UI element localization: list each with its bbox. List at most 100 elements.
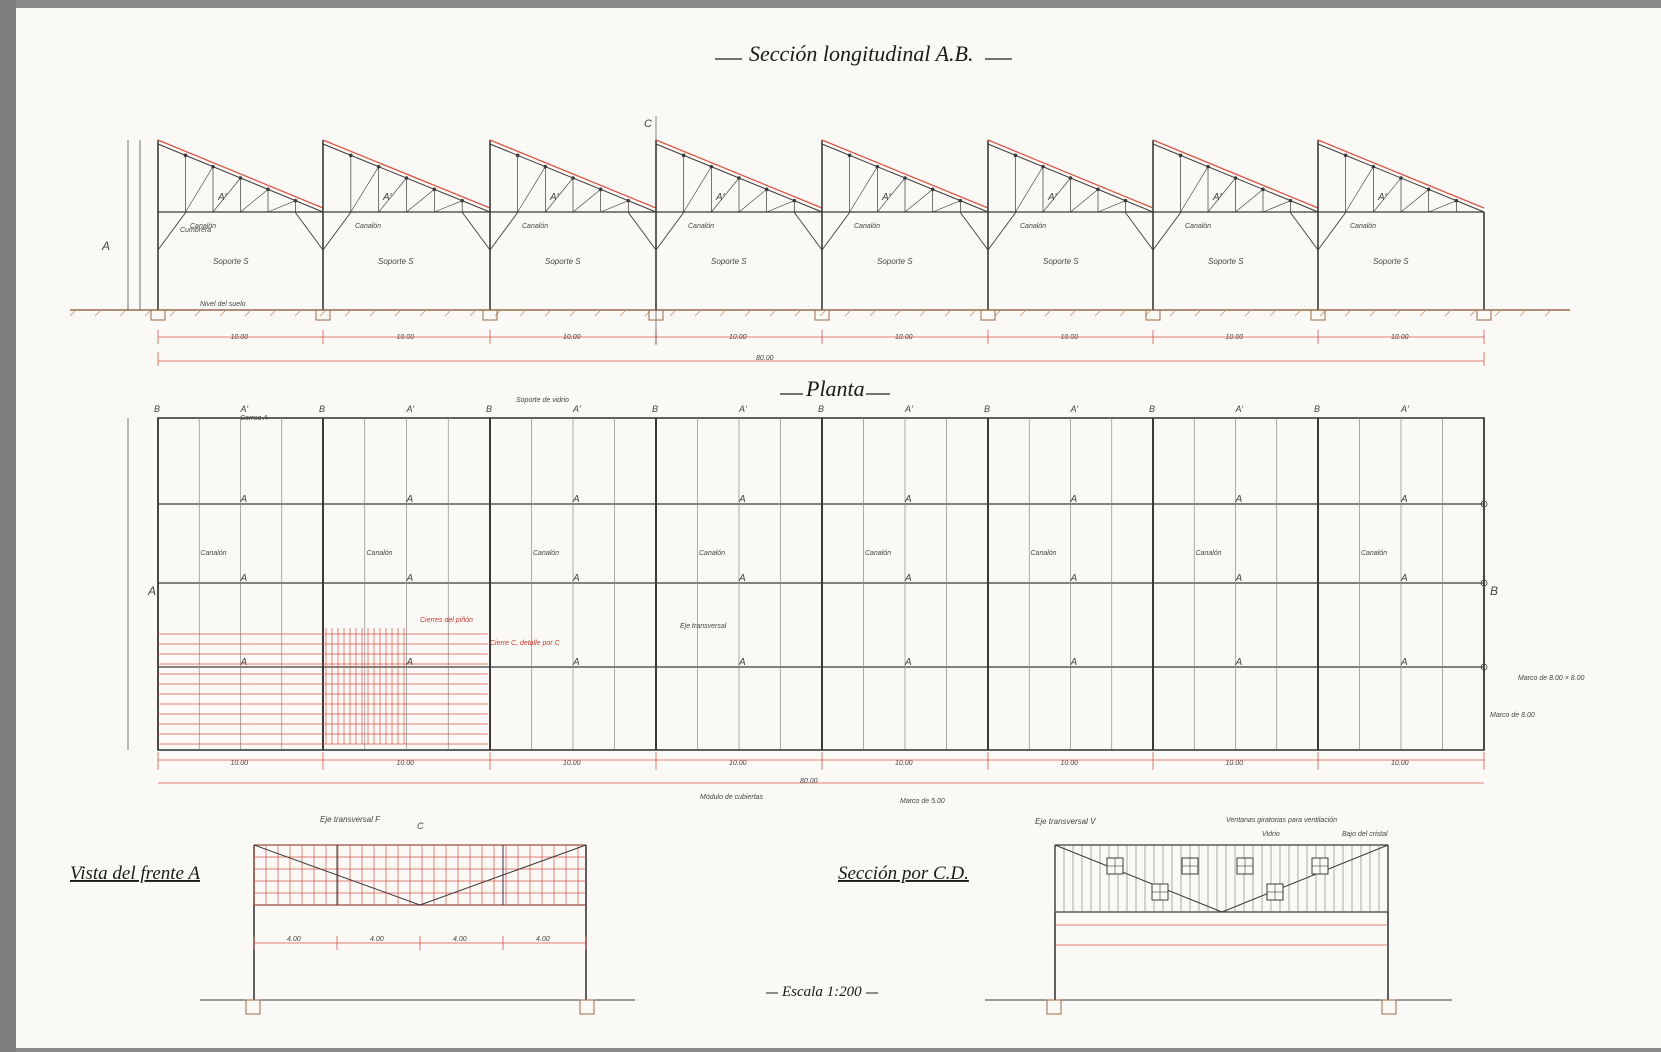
gutter-label: Canalón — [1185, 223, 1211, 230]
ground-hatch — [1294, 310, 1301, 317]
knee-brace — [627, 211, 657, 251]
ground-level-label: Nivel del suelo — [200, 301, 246, 308]
ground-hatch — [294, 310, 301, 317]
ground-hatch — [969, 310, 976, 317]
plan-top-letter: B — [1149, 404, 1155, 414]
ground-hatch — [594, 310, 601, 317]
left-margin-strip — [0, 0, 16, 1052]
truss-diagonal — [1070, 189, 1099, 213]
roof-red — [322, 139, 491, 209]
truss-node — [571, 176, 575, 180]
roof-red — [987, 139, 1154, 209]
ground-hatch — [919, 310, 926, 317]
plan-top-letter: B — [486, 404, 492, 414]
plan-bay-dimension: 10.00 — [563, 760, 581, 767]
ground-hatch — [744, 310, 751, 317]
planta-title: Planta — [805, 376, 865, 401]
ground-hatch — [1069, 310, 1076, 317]
truss-node — [1426, 187, 1431, 192]
ground-hatch — [994, 310, 1001, 317]
ground-hatch — [1344, 310, 1351, 317]
ground-hatch — [869, 310, 876, 317]
front-dimension: 4.00 — [536, 936, 550, 943]
knee-brace — [793, 211, 823, 251]
plan-top-letter: B — [984, 404, 990, 414]
truss-diagonal — [185, 166, 214, 213]
ground-hatch — [719, 310, 726, 317]
plan-side-b: B — [1490, 584, 1498, 598]
plan-node — [1480, 500, 1488, 508]
truss-node — [349, 153, 353, 158]
ground-hatch — [1419, 310, 1426, 317]
plan-top-letter: B — [319, 404, 325, 414]
gutter-label: Canalón — [688, 223, 714, 230]
plan-gutter-label: Canalón — [533, 550, 559, 557]
plan-row-letter: A — [572, 657, 580, 668]
module-note: Módulo de cubiertas — [700, 794, 764, 801]
plan-row-letter: A — [572, 494, 580, 505]
axis-label: Eje transversal — [680, 623, 727, 630]
truss-node — [709, 164, 714, 169]
roof-red — [1317, 139, 1485, 209]
plan-gutter-label: Canalón — [865, 550, 891, 557]
plan-row-letter: A — [406, 494, 414, 505]
knee-brace — [322, 211, 352, 251]
truss-node — [211, 164, 215, 169]
bay-dimension: 10.00 — [1226, 334, 1244, 341]
ground-hatch — [469, 310, 476, 317]
truss-node — [515, 153, 520, 158]
plan-row-letter: A — [904, 657, 912, 668]
truss-node — [1288, 198, 1293, 203]
plan-top-letter: A′ — [240, 404, 249, 414]
bay-dimension: 10.00 — [397, 334, 415, 341]
plan-row-letter: A — [406, 573, 414, 584]
plan-row-letter: A — [738, 657, 746, 668]
truss-node — [1206, 164, 1210, 169]
truss-diagonal — [378, 177, 407, 213]
plan-bay-dimension: 10.00 — [1226, 760, 1244, 767]
floor-plan: A′BAAACanalón10.00A′BAAACanalón10.00A′BA… — [127, 397, 1584, 805]
ground-hatch — [1319, 310, 1326, 317]
plan-row-letter: A — [1400, 573, 1408, 584]
ground-hatch — [419, 310, 426, 317]
truss-node — [847, 153, 852, 158]
truss-node — [376, 164, 381, 169]
plan-bay-dimension: 10.00 — [1061, 760, 1079, 767]
truss-node — [930, 187, 935, 192]
ground-hatch — [169, 310, 176, 317]
truss-diagonal — [1207, 177, 1236, 213]
truss-node — [598, 187, 603, 192]
ground-hatch — [444, 310, 451, 317]
bay-dimension: 10.00 — [563, 334, 581, 341]
scale-label: Escala 1:200 — [781, 984, 862, 1000]
truss-node — [432, 187, 437, 192]
ground-hatch — [1194, 310, 1201, 317]
truss-diagonal — [683, 166, 712, 213]
plan-row-letter: A — [1400, 657, 1408, 668]
ground-hatch — [1094, 310, 1101, 317]
bay-dimension: 10.00 — [231, 334, 249, 341]
plan-gutter-label: Canalón — [1031, 550, 1057, 557]
ground-hatch — [1369, 310, 1376, 317]
truss-diagonal — [350, 166, 379, 213]
plan-bay-dimension: 10.00 — [895, 760, 913, 767]
plan-gutter-label: Canalón — [201, 550, 227, 557]
plan-top-letter: B — [154, 404, 160, 414]
truss-diagonal — [1345, 166, 1374, 213]
footing — [1310, 309, 1326, 321]
knee-brace — [461, 211, 491, 251]
cd-footing — [1381, 999, 1397, 1015]
truss-diagonal — [434, 200, 463, 213]
ground-hatch — [194, 310, 201, 317]
support-label: Soporte S — [1373, 257, 1409, 266]
plan-row-letter: A — [738, 494, 746, 505]
truss-node — [626, 198, 631, 203]
support-label: Soporte S — [545, 257, 581, 266]
gutter-label: Canalón — [854, 223, 880, 230]
truss-diagonal — [1015, 166, 1044, 213]
truss-node — [404, 176, 409, 180]
truss-diagonal — [711, 177, 740, 213]
